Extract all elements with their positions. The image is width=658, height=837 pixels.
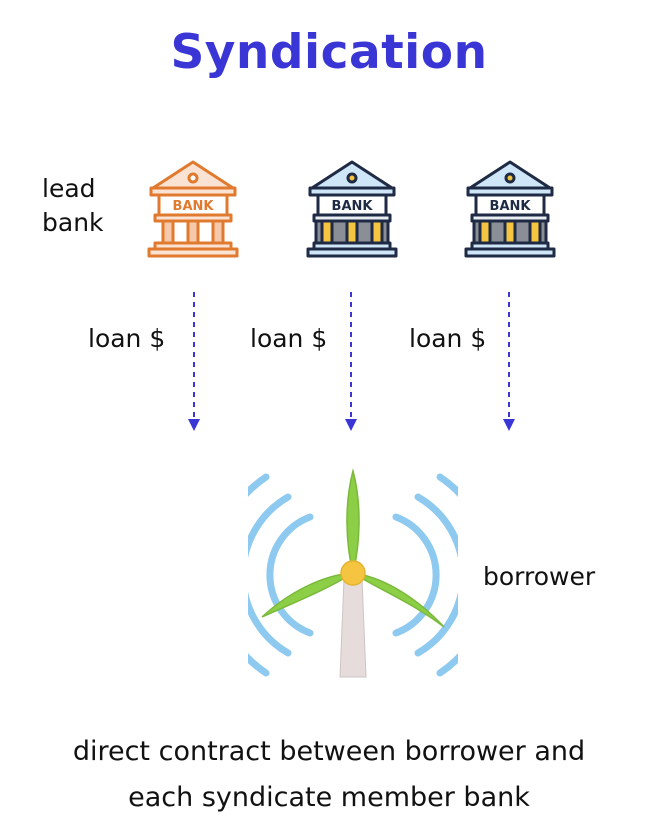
wind-turbine-icon	[248, 468, 458, 678]
member-bank-sign: BANK	[490, 199, 532, 214]
member-bank-icon: BANK	[464, 160, 556, 258]
loan-label: loan $	[88, 324, 166, 353]
lead-bank-label-line-1: lead	[42, 174, 96, 203]
loan-label: loan $	[409, 324, 487, 353]
loan-arrow	[345, 292, 357, 431]
member-bank-icon: BANK	[306, 160, 398, 258]
lead-bank-label-line-2: bank	[42, 207, 104, 237]
lead-bank-label: lead bank	[42, 172, 104, 240]
lead-bank-sign: BANK	[173, 199, 215, 214]
caption: direct contract between borrower and eac…	[0, 729, 658, 821]
lead-bank-icon: BANK	[147, 160, 239, 258]
member-bank-sign: BANK	[332, 199, 374, 214]
page-title: Syndication	[170, 25, 488, 80]
caption-line-1: direct contract between borrower and	[72, 736, 586, 767]
loan-arrow	[503, 292, 515, 431]
loan-label: loan $	[250, 324, 328, 353]
caption-line-2: each syndicate member bank	[128, 781, 530, 813]
borrower-label: borrower	[483, 562, 596, 591]
loan-arrow	[188, 292, 200, 431]
